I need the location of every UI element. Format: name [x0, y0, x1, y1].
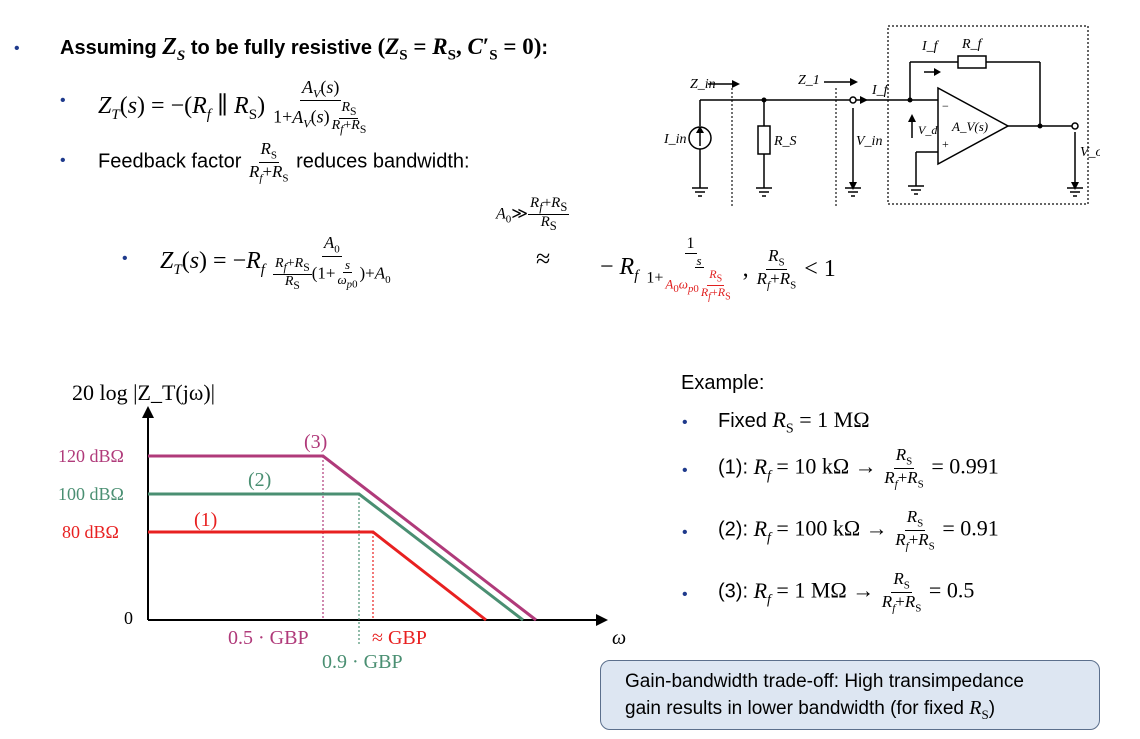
ytick-0: 0 — [124, 608, 133, 628]
assumption-line: Assuming ZS to be fully resistive (ZS = … — [60, 34, 549, 64]
xtick-gbp: ≈ GBP — [372, 627, 427, 649]
example-fixed: Fixed RS = 1 MΩ — [718, 407, 870, 437]
xtick-09gbp: 0.9 · GBP — [322, 651, 403, 673]
label-av: A_V(s) — [951, 119, 988, 134]
example-bullet-3: • — [682, 586, 688, 603]
feedback-post: reduces bandwidth: — [296, 150, 470, 173]
assumption-text: Assuming — [60, 37, 157, 59]
example-bullet-2: • — [682, 524, 688, 541]
bullet-dot: • — [14, 40, 20, 57]
feedback-pre: Feedback factor — [98, 150, 242, 173]
plot-ylabel: 20 log |Z_T(jω)| — [72, 380, 215, 405]
label-rf: R_f — [961, 37, 984, 52]
sub-bullet-dot-2: • — [60, 152, 66, 169]
label-z1: Z_1 — [798, 73, 820, 88]
label-vd: V_d — [918, 123, 938, 137]
ytick-120: 120 dBΩ — [58, 446, 124, 466]
curve-3 — [148, 454, 537, 622]
example-title: Example: — [681, 372, 765, 394]
sub-sub-bullet-dot: • — [122, 250, 128, 267]
assumption-tail: to be fully resistive — [190, 37, 372, 59]
xtick-05gbp: 0.5 · GBP — [228, 627, 309, 649]
takeaway-box: Gain-bandwidth trade-off: High transimpe… — [600, 660, 1100, 730]
cond-post: < 1 — [804, 256, 836, 283]
plot-xlabel: ω — [612, 627, 626, 649]
example-bullet-1: • — [682, 462, 688, 479]
curve-label-1: (1) — [194, 509, 217, 531]
label-if-2: I_f — [921, 39, 940, 54]
ytick-100: 100 dBΩ — [58, 484, 124, 504]
curve-2 — [148, 492, 524, 622]
label-iin: I_in — [663, 132, 687, 147]
curve-label-2: (2) — [248, 469, 271, 491]
circuit-diagram: Z_in Z_1 I_f I_f R_f I_in R_S V_in V_d A… — [663, 25, 1100, 208]
ytick-80: 80 dBΩ — [62, 522, 119, 542]
label-zin: Z_in — [690, 77, 716, 92]
takeaway-line-2: gain results in lower bandwidth (for fix… — [625, 697, 996, 722]
approx-symbol: ≈ — [536, 244, 551, 273]
bode-plot: 20 log |Z_T(jω)| ω 120 dBΩ 100 dBΩ 80 dB… — [58, 380, 626, 673]
curve-1 — [148, 530, 487, 622]
label-vout: V_out — [1080, 145, 1100, 160]
label-if-1: I_f — [871, 83, 890, 98]
svg-text:−: − — [942, 99, 949, 113]
svg-text:+: + — [942, 137, 949, 151]
sub-bullet-dot: • — [60, 92, 66, 109]
label-rs: R_S — [773, 134, 797, 149]
example-bullet-fixed: • — [682, 414, 688, 431]
curve-label-3: (3) — [304, 431, 327, 453]
takeaway-line-1: Gain-bandwidth trade-off: High transimpe… — [625, 671, 1024, 692]
label-vin: V_in — [856, 134, 882, 149]
